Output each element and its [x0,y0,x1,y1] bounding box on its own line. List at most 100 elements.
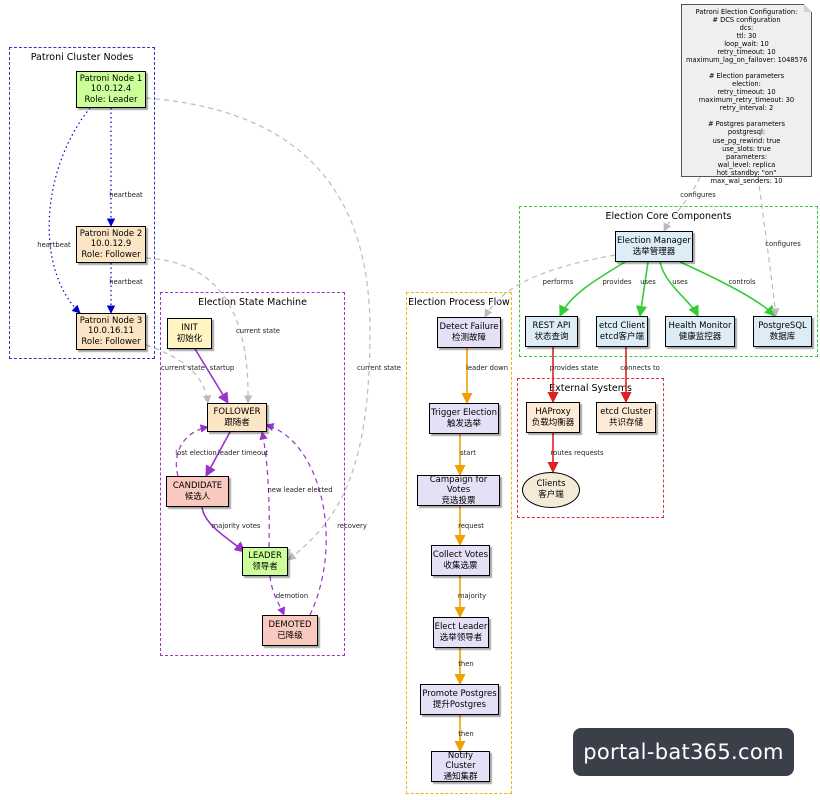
node-line: 选举管理器 [632,246,676,257]
cluster-title: External Systems [549,383,632,394]
node-line: 状态查询 [534,331,569,342]
edge-label-leader-follower: new leader elected [267,486,333,494]
edge-manager-health [659,261,699,318]
node-line: Notify Cluster [445,750,476,772]
node-line: Collect Votes [432,549,489,560]
node-line: Campaign for Votes [429,474,488,496]
node-line: 跟随者 [224,417,250,428]
node-line: Promote Postgres [422,688,497,699]
edge-label-n1-leader: current state [357,364,401,372]
edge-manager-detect [484,254,616,318]
cluster-title: Election Process Flow [408,297,510,308]
cluster-title: Election State Machine [198,297,307,308]
edge-manager-restapi [559,261,626,318]
cluster-election-core-components: Election Core Components [519,206,818,357]
node-line: FOLLOWER [213,406,261,417]
edge-label-collect-elect: majority [457,592,487,600]
node-line: PostgreSQL [758,320,807,331]
edge-label-haproxy-clients: routes requests [550,449,604,457]
node-line: 触发选举 [446,418,481,429]
edge-config-manager [663,176,701,232]
edge-label-n3-follower: current state [161,364,205,372]
node-line: etcd Client [599,320,645,331]
edge-follower-candidate [205,431,231,477]
edge-candidate-follower [175,424,209,477]
edge-label-candidate-leader: majority votes [211,522,261,530]
node-line: 健康监控器 [678,331,722,342]
node-line: 选举领导者 [439,632,483,643]
edge-label-config-postgres: configures [765,240,801,248]
node-line: 候选人 [184,491,211,502]
node-line: 收集选票 [443,560,478,571]
node-line: Clients [536,479,566,490]
edge-label-campaign-collect: request [458,522,484,530]
edge-config-postgres [757,176,780,317]
node-line: CANDIDATE [172,480,223,491]
edge-label-demoted-follower: recovery [337,522,367,530]
node-line: Health Monitor [668,320,732,331]
node-line: Detect Failure [439,321,499,332]
edge-label-etcdclient-etcdcluster: connects to [620,364,660,372]
node-line: 初始化 [176,333,203,344]
node-line: LEADER [248,550,282,561]
edge-init-follower [194,348,229,404]
cluster-election-state-machine: Election State Machine [160,292,345,656]
edge-label-n1-n3: heartbeat [37,241,71,249]
edge-n1-leader [145,97,371,561]
cluster-external-systems: External Systems [517,378,664,518]
node-line: 10.0.12.4 [90,84,132,95]
node-line: 客户端 [538,490,564,500]
node-line: Patroni Node 1 [79,73,143,84]
node-line: 通知集群 [443,771,478,782]
edge-label-manager-detect: performs [542,278,574,286]
node-line: 共识存储 [608,417,643,428]
node-line: Trigger Election [431,407,497,418]
node-line: 领导者 [252,561,278,572]
cluster-election-process-flow: Election Process Flow [406,292,512,794]
node-line: INIT [181,322,198,333]
edge-label-promote-notify: then [458,730,474,738]
watermark-banner: portal-bat365.com [573,728,794,776]
edge-label-leader-demoted: demotion [275,592,309,600]
edge-manager-etcdclient [635,261,649,318]
node-line: 10.0.12.9 [90,239,132,250]
node-line: Elect Leader [434,621,488,632]
edge-manager-postgres [679,261,776,317]
node-line: etcd Cluster [600,406,652,417]
node-line: Role: Follower [81,336,141,347]
edge-n3-follower [145,344,212,404]
edge-label-n2-n3: heartbeat [109,278,143,286]
edge-label-candidate-follower: lost election [175,449,217,457]
node-line: 检测故障 [451,332,486,343]
edge-demoted-follower [265,422,327,616]
node-line: 负载均衡器 [531,417,575,428]
cluster-patroni-nodes: Patroni Cluster Nodes [9,47,155,359]
node-line: Role: Follower [81,249,141,260]
node-line: HAProxy [535,406,571,417]
edge-label-manager-etcdclient: uses [640,278,656,286]
edge-candidate-leader [201,506,246,553]
edge-label-manager-restapi: provides [602,278,632,286]
node-line: DEMOTED [268,619,312,630]
edge-label-n2-follower: current state [236,327,280,335]
